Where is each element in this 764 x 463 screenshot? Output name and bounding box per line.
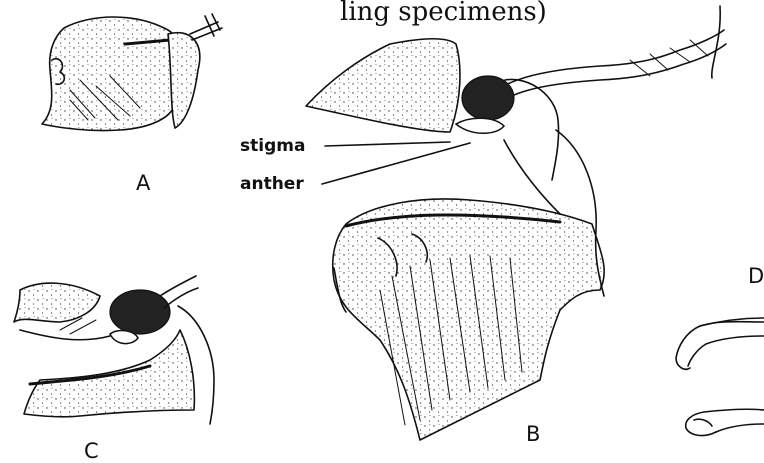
panel-b-label: B: [526, 422, 540, 446]
panel-c-drawing: [14, 276, 214, 424]
anther-leader-line: [322, 143, 470, 184]
stigma-callout: stigma: [240, 136, 450, 156]
stigma-label: stigma: [240, 136, 305, 156]
panel-a-drawing: [42, 14, 222, 131]
panel-a-label: A: [136, 171, 151, 195]
header-fragment: ling specimens): [340, 0, 547, 27]
panel-d-drawing: [676, 318, 764, 435]
stigma-leader-line: [325, 142, 450, 146]
anther-label: anther: [240, 174, 304, 194]
panel-d-label: D: [748, 264, 764, 288]
panel-b-drawing: [306, 6, 726, 440]
panel-c-label: C: [84, 439, 99, 463]
